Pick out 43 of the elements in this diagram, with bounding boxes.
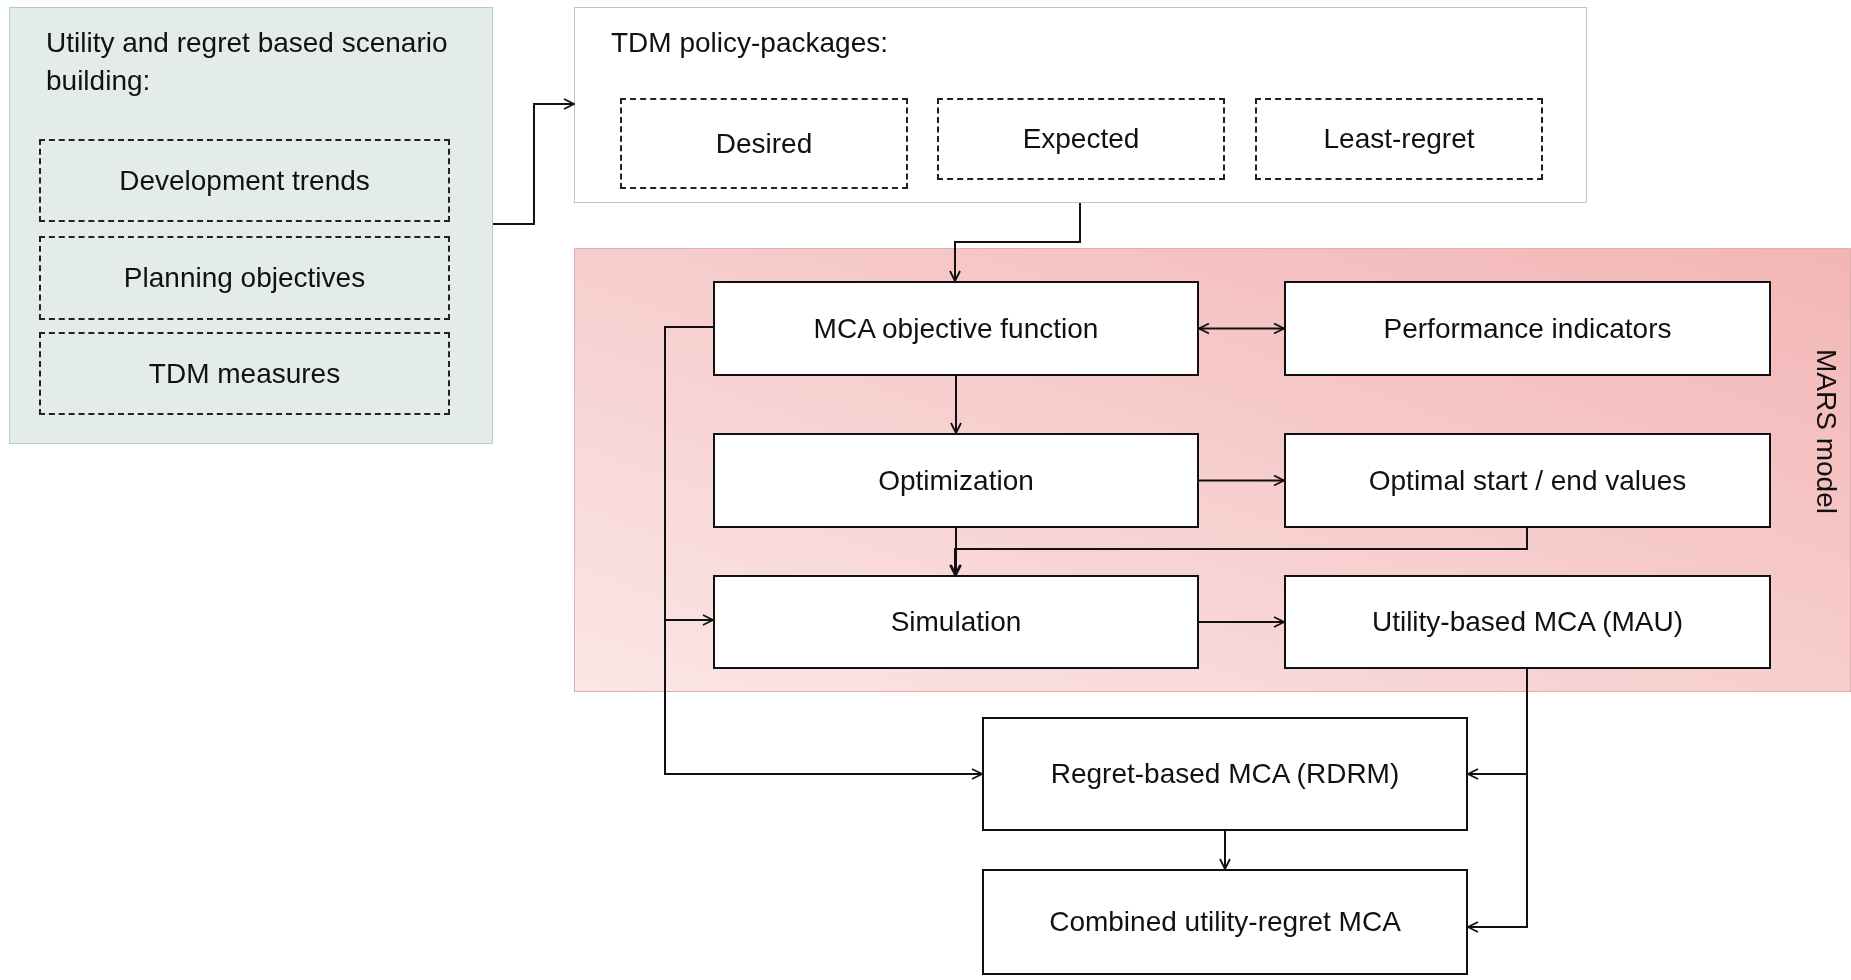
panel-heading: TDM policy-packages:	[611, 26, 889, 60]
dashed-box	[620, 98, 908, 189]
dashed-box	[39, 332, 450, 415]
box-label: Optimal start / end values	[1368, 463, 1687, 498]
process-box	[1284, 575, 1771, 669]
dashed-box	[937, 98, 1225, 180]
box-label: MCA objective function	[813, 311, 1099, 346]
arrow	[1198, 322, 1285, 335]
process-box	[713, 433, 1199, 528]
box-label: Regret-based MCA (RDRM)	[1050, 757, 1400, 791]
process-box	[1284, 281, 1771, 376]
process-box	[713, 575, 1199, 669]
arrow	[949, 202, 1081, 282]
box-label: Least-regret	[1323, 122, 1475, 156]
panel-heading: Utility and regret based scenario building:	[46, 26, 449, 98]
box-label: Desired	[715, 126, 813, 161]
box-label: Utility-based MCA (MAU)	[1371, 605, 1684, 639]
arrow	[950, 527, 962, 576]
arrow	[492, 98, 575, 225]
box-label: Expected	[1022, 122, 1140, 156]
arrow	[949, 527, 1528, 576]
box-label: Planning objectives	[123, 261, 366, 295]
arrow	[950, 375, 962, 434]
arrow	[1198, 474, 1285, 487]
box-label: TDM measures	[148, 356, 341, 391]
arrow	[1219, 830, 1231, 870]
box-label: Performance indicators	[1383, 311, 1672, 346]
box-label: Simulation	[890, 605, 1022, 639]
panel-heading: MARS model	[1810, 349, 1842, 514]
process-box	[982, 869, 1468, 975]
dashed-box	[1255, 98, 1543, 180]
dashed-box	[39, 139, 450, 222]
process-box	[713, 281, 1199, 376]
arrow	[1198, 616, 1285, 628]
box-label: Optimization	[878, 463, 1034, 498]
policy-panel	[574, 7, 1587, 203]
box-label: Development trends	[119, 163, 370, 198]
scenario-panel	[9, 7, 493, 444]
box-label: Combined utility-regret MCA	[1049, 905, 1401, 939]
process-box	[982, 717, 1468, 831]
model-panel	[574, 248, 1851, 692]
dashed-box	[39, 236, 450, 320]
process-box	[1284, 433, 1771, 528]
